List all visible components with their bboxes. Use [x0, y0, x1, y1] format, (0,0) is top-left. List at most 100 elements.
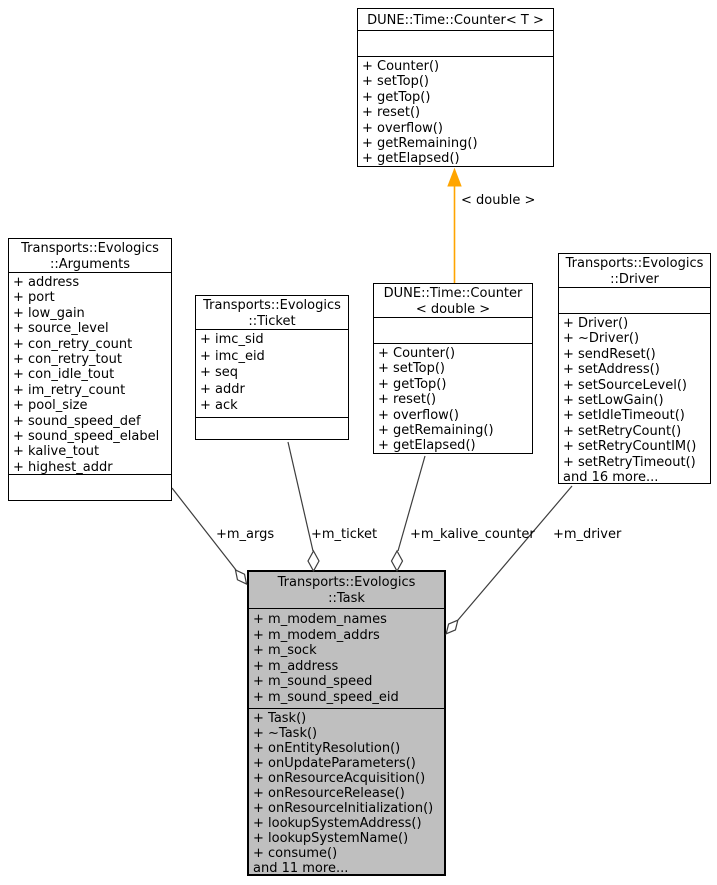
member-line: + onResourceAcquisition(): [253, 771, 426, 786]
member-line: + con_retry_tout: [13, 352, 122, 368]
member-line: + sendReset(): [563, 346, 656, 362]
member-line: + onUpdateParameters(): [253, 756, 416, 771]
member-line: + m_address: [253, 658, 339, 674]
member-line: + reset(): [378, 392, 437, 408]
member-line: + ack: [200, 398, 238, 414]
member-line: + m_sock: [253, 643, 317, 659]
class-title-line: DUNE::Time::Counter< T >: [367, 13, 544, 28]
member-line: + kalive_tout: [13, 444, 100, 460]
class-title-line: ::Task: [328, 591, 365, 606]
class-title-line: Transports::Evologics: [277, 575, 416, 590]
attributes-section: + m_modem_names+ m_modem_addrs+ m_sock+ …: [249, 608, 444, 708]
class-box-evologics-arguments[interactable]: Transports::Evologics ::Arguments + addr…: [8, 238, 172, 501]
member-line: + lookupSystemAddress(): [253, 816, 422, 831]
edge-label-m-driver: +m_driver: [553, 527, 622, 542]
member-line: + onEntityResolution(): [253, 741, 401, 756]
member-line: + setIdleTimeout(): [563, 408, 685, 424]
methods-section: + Counter()+ setTop()+ getTop()+ reset()…: [374, 343, 532, 453]
class-title: Transports::Evologics ::Ticket: [196, 296, 348, 329]
class-title-line: Transports::Evologics: [21, 241, 159, 256]
attributes-section: [559, 287, 710, 313]
methods-section: + Driver()+ ~Driver()+ sendReset()+ setA…: [559, 313, 710, 483]
template-instantiation-arrow: [447, 167, 462, 283]
member-line: + setTop(): [362, 74, 429, 90]
attributes-section: [358, 30, 553, 56]
class-title-line: ::Ticket: [248, 313, 296, 329]
member-line: + setAddress(): [563, 362, 660, 378]
class-box-evologics-driver[interactable]: Transports::Evologics ::Driver + Driver(…: [558, 253, 711, 484]
class-title-line: Transports::Evologics: [565, 256, 704, 271]
edge-label-m-args: +m_args: [216, 527, 275, 542]
member-line: + setRetryTimeout(): [563, 454, 696, 470]
member-line: + m_modem_addrs: [253, 627, 380, 643]
aggregation-edge-m-kalive-counter: [390, 455, 426, 573]
class-title: Transports::Evologics ::Driver: [559, 254, 710, 287]
member-line: + getElapsed(): [378, 438, 476, 453]
member-line: + Driver(): [563, 316, 629, 331]
member-line: + consume(): [253, 846, 338, 861]
methods-section: [9, 474, 171, 500]
member-line: + sound_speed_elabel: [13, 429, 160, 445]
member-line: + seq: [200, 365, 239, 381]
member-line: + overflow(): [362, 120, 443, 136]
class-title: DUNE::Time::Counter< T >: [358, 9, 553, 30]
member-line: + onResourceRelease(): [253, 786, 405, 801]
member-line: + setTop(): [378, 361, 445, 377]
class-title-line: < double >: [415, 301, 491, 317]
class-title: Transports::Evologics ::Task: [249, 572, 444, 608]
member-line: + setSourceLevel(): [563, 377, 688, 393]
member-line: + getTop(): [362, 89, 431, 105]
member-line: + sound_speed_def: [13, 413, 141, 429]
member-line: + getRemaining(): [378, 423, 494, 439]
member-line: and 11 more...: [253, 861, 349, 874]
aggregation-edge-m-driver: [445, 485, 573, 635]
member-line: + pool_size: [13, 398, 88, 414]
member-line: + addr: [200, 381, 245, 397]
member-line: + low_gain: [13, 305, 85, 321]
class-title-line: Transports::Evologics: [203, 298, 341, 313]
member-line: + im_retry_count: [13, 382, 126, 398]
member-line: + m_sound_speed: [253, 674, 373, 690]
member-line: and 16 more...: [563, 470, 659, 483]
member-line: + imc_sid: [200, 332, 264, 347]
class-box-evologics-task[interactable]: Transports::Evologics ::Task + m_modem_n…: [247, 570, 446, 876]
aggregation-edge-m-ticket: [287, 441, 320, 573]
methods-section: + Task()+ ~Task()+ onEntityResolution()+…: [249, 708, 444, 874]
class-box-dune-time-counter-double[interactable]: DUNE::Time::Counter < double > + Counter…: [373, 283, 533, 454]
member-line: + ~Driver(): [563, 331, 640, 347]
member-line: + highest_addr: [13, 459, 113, 474]
edge-label-template-argument: < double >: [461, 193, 536, 208]
member-line: + setLowGain(): [563, 393, 664, 409]
attributes-section: + address+ port+ low_gain+ source_level+…: [9, 272, 171, 474]
member-line: + m_modem_names: [253, 612, 387, 627]
methods-section: [196, 417, 348, 439]
member-line: + address: [13, 275, 80, 290]
member-line: + setRetryCountIM(): [563, 439, 697, 455]
member-line: + overflow(): [378, 407, 459, 423]
edge-label-m-kalive-counter: +m_kalive_counter: [410, 527, 535, 542]
member-line: + ~Task(): [253, 726, 318, 741]
class-title-line: ::Arguments: [49, 256, 131, 272]
methods-section: + Counter()+ setTop()+ getTop()+ reset()…: [358, 56, 553, 166]
class-title-line: DUNE::Time::Counter: [383, 286, 523, 301]
member-line: + con_retry_count: [13, 336, 133, 352]
member-line: + Counter(): [378, 346, 456, 361]
member-line: + onResourceInitialization(): [253, 801, 434, 816]
member-line: + getRemaining(): [362, 136, 478, 152]
class-box-dune-time-counter-t[interactable]: DUNE::Time::Counter< T > + Counter()+ se…: [357, 8, 554, 167]
member-line: + port: [13, 290, 55, 306]
member-line: + imc_eid: [200, 348, 265, 364]
member-line: + con_idle_tout: [13, 367, 115, 383]
member-line: + Counter(): [362, 59, 440, 74]
member-line: + lookupSystemName(): [253, 831, 409, 846]
class-title-line: ::Driver: [610, 271, 659, 287]
attributes-section: [374, 317, 532, 343]
member-line: + source_level: [13, 321, 109, 337]
class-box-evologics-ticket[interactable]: Transports::Evologics ::Ticket + imc_sid…: [195, 295, 349, 440]
class-title: Transports::Evologics ::Arguments: [9, 239, 171, 272]
class-title: DUNE::Time::Counter < double >: [374, 284, 532, 317]
member-line: + setRetryCount(): [563, 423, 682, 439]
member-line: + getElapsed(): [362, 151, 460, 166]
member-line: + getTop(): [378, 376, 447, 392]
edge-label-m-ticket: +m_ticket: [311, 527, 378, 542]
